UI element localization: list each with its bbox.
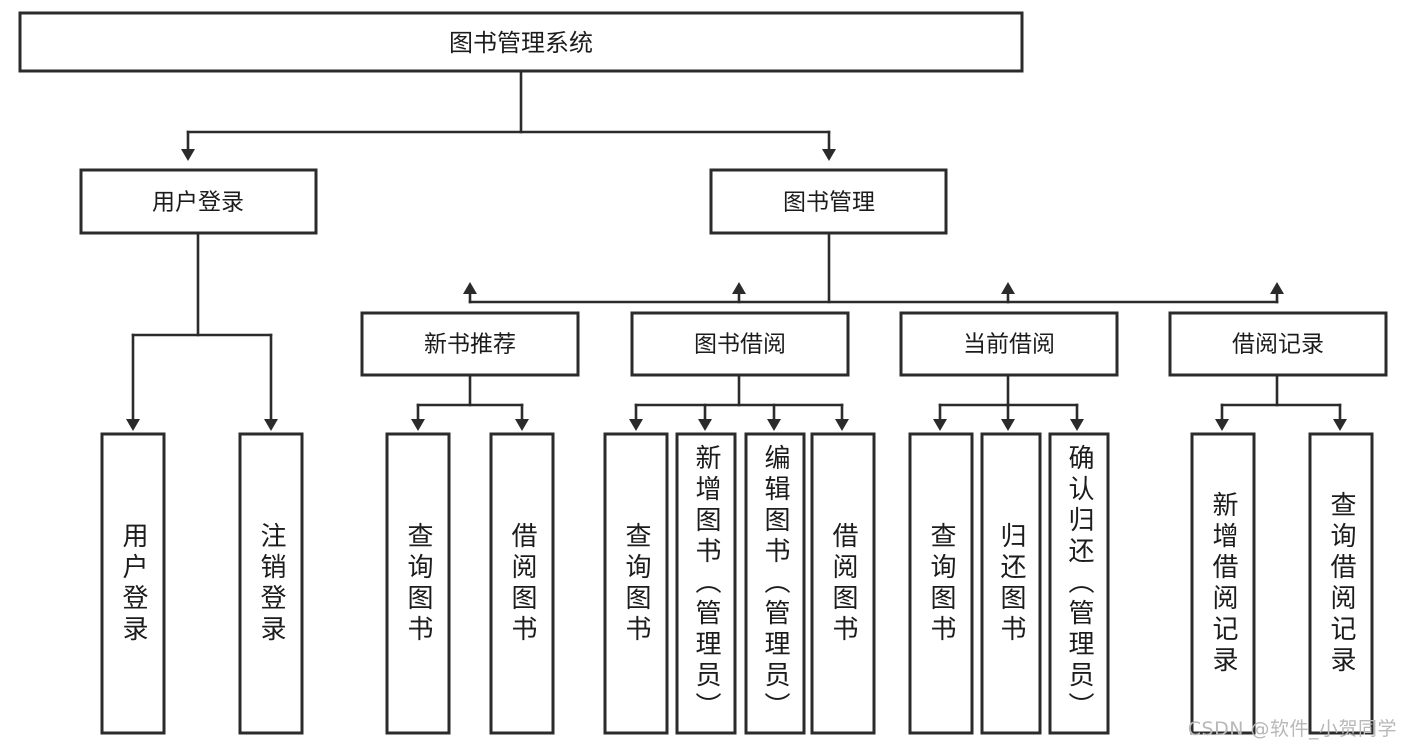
connector-borrowrecord-to-leaves xyxy=(1215,373,1347,431)
node-root-label: 图书管理系统 xyxy=(449,29,593,57)
leaf-box-bb-query-book[interactable] xyxy=(603,432,669,735)
node-current-borrow[interactable]: 当前借阅 xyxy=(899,311,1119,377)
leaf-box-cb-confirm-return[interactable] xyxy=(1048,432,1110,735)
node-root[interactable]: 图书管理系统 xyxy=(18,11,1024,73)
leaf-box-bb-add-book[interactable] xyxy=(675,432,737,735)
connector-newbook-to-leaves xyxy=(411,373,529,431)
node-book-management[interactable]: 图书管理 xyxy=(709,168,948,235)
connector-root-to-level2 xyxy=(181,69,836,161)
node-current-borrow-label: 当前借阅 xyxy=(963,332,1055,358)
node-borrow-record-label: 借阅记录 xyxy=(1232,332,1324,358)
connector-userlogin-to-leaves xyxy=(126,231,278,431)
leaf-box-cb-return-book[interactable] xyxy=(980,432,1042,735)
connector-currentborrow-to-leaves xyxy=(933,373,1084,431)
leaf-box-nb-borrow-book[interactable] xyxy=(489,432,555,735)
connector-bookborrow-to-leaves xyxy=(629,373,849,431)
leaf-box-logout[interactable] xyxy=(238,432,304,735)
csdn-watermark: CSDN @软件_小贺同学 xyxy=(1187,718,1397,740)
node-book-borrow-label: 图书借阅 xyxy=(694,332,786,358)
leaf-box-cb-query-book[interactable] xyxy=(908,432,974,735)
node-new-book-recommend[interactable]: 新书推荐 xyxy=(360,311,580,377)
node-new-book-recommend-label: 新书推荐 xyxy=(424,332,516,358)
node-book-borrow[interactable]: 图书借阅 xyxy=(630,311,850,377)
leaf-box-nb-query-book[interactable] xyxy=(385,432,451,735)
leaf-box-br-query-record[interactable] xyxy=(1308,432,1374,735)
leaf-box-user-login[interactable] xyxy=(100,432,166,735)
connector-bookmgmt-to-level3 xyxy=(463,231,1284,304)
node-borrow-record[interactable]: 借阅记录 xyxy=(1168,311,1388,377)
node-user-login[interactable]: 用户登录 xyxy=(79,168,318,235)
leaf-box-bb-borrow-book[interactable] xyxy=(810,432,876,735)
node-book-management-label: 图书管理 xyxy=(783,190,875,216)
leaf-box-br-add-record[interactable] xyxy=(1190,432,1256,735)
node-user-login-label: 用户登录 xyxy=(152,190,244,216)
leaf-box-bb-edit-book[interactable] xyxy=(744,432,806,735)
